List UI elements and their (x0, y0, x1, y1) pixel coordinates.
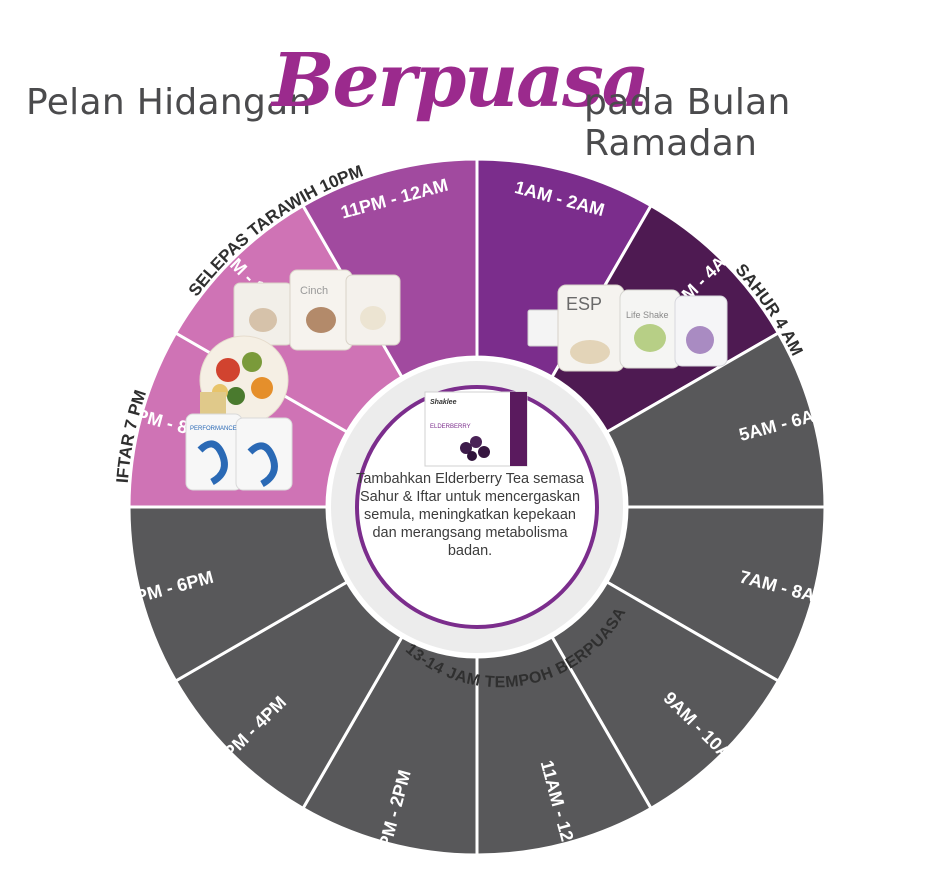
title-left: Pelan Hidangan (26, 82, 312, 123)
cinch-label: Cinch (300, 285, 328, 297)
center-inner-circle (355, 385, 599, 629)
elderberry-tea-note: Tambahkan Elderberry Tea semasa Sahur & … (356, 471, 584, 559)
food-bowl-image (199, 335, 289, 425)
wheel-sectors (127, 157, 827, 857)
performance-product-group: PERFORMANCE (185, 413, 293, 491)
title-script: Berpuasa (272, 38, 650, 124)
elderberry-label: ELDERBERRY (430, 424, 471, 430)
esp-label: ESP (566, 294, 602, 314)
elderberry-tea-box: Shaklee ELDERBERRY (424, 391, 528, 467)
title-right: pada Bulan Ramadan (584, 82, 791, 164)
page-title: Pelan Hidangan Berpuasa pada Bulan Ramad… (0, 18, 930, 164)
shaklee-label: Shaklee (430, 399, 457, 406)
life-shake-label: Life Shake (626, 310, 669, 320)
performance-label: PERFORMANCE (190, 426, 237, 432)
cinch-product-group: Cinch (233, 269, 401, 351)
sahur-product-group: ESP Life Shake (527, 284, 728, 372)
